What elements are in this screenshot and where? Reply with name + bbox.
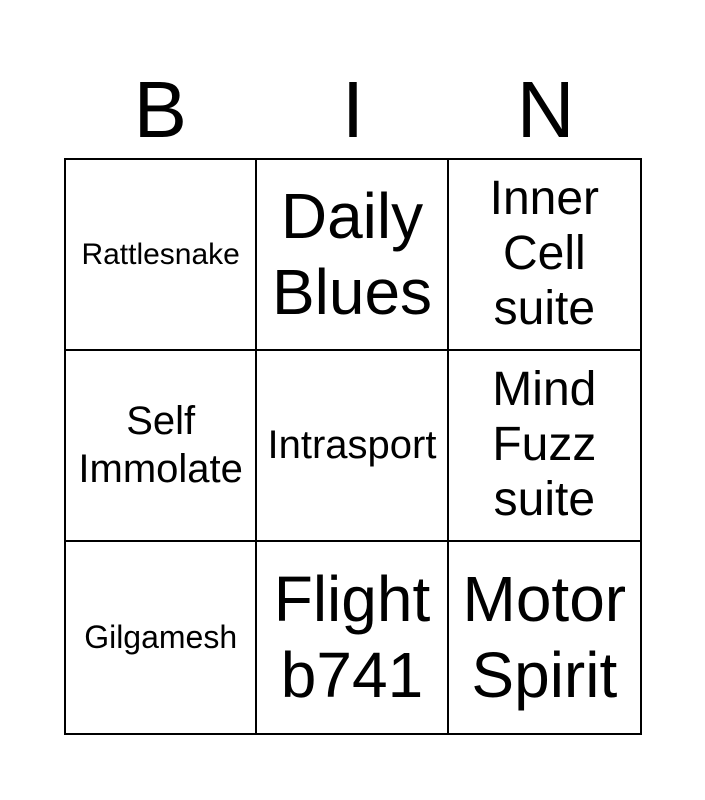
cell-intrasport[interactable]: Intrasport <box>257 351 449 542</box>
cell-motor-spirit[interactable]: Motor Spirit <box>448 542 640 733</box>
header-letter-b: B <box>133 65 188 154</box>
cell-daily-blues[interactable]: Daily Blues <box>257 160 449 351</box>
cell-gilgamesh[interactable]: Gilgamesh <box>66 542 258 733</box>
cell-inner-cell-suite[interactable]: Inner Cell suite <box>448 160 640 351</box>
cell-self-immolate[interactable]: Self Immolate <box>66 351 258 542</box>
cell-mind-fuzz-suite[interactable]: Mind Fuzz suite <box>448 351 640 542</box>
header-letter-n: N <box>516 65 575 154</box>
cell-rattlesnake[interactable]: Rattlesnake <box>66 160 258 351</box>
header-letter-i: I <box>341 65 365 154</box>
bingo-grid: Rattlesnake Daily Blues Inner Cell suite… <box>64 158 642 735</box>
bingo-header-letters: B I N <box>64 55 642 165</box>
cell-flight-b741[interactable]: Flight b741 <box>257 542 449 733</box>
